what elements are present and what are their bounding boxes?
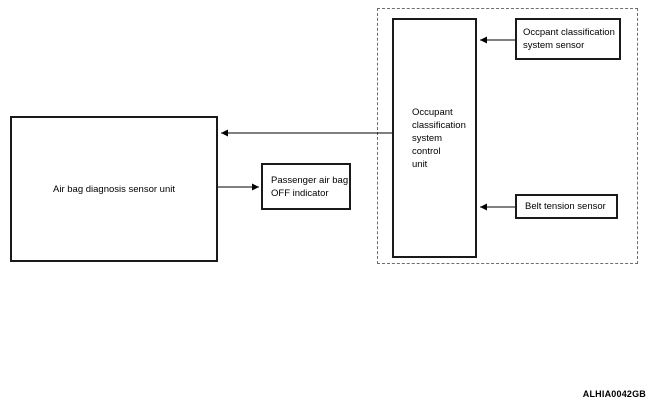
node-label-airbag-diagnosis-sensor-unit: Air bag diagnosis sensor unit xyxy=(53,183,175,195)
node-belt-tension-sensor: Belt tension sensor xyxy=(515,194,618,219)
node-label-occupant-classification-control-unit: Occupant classification system control u… xyxy=(412,106,466,170)
node-airbag-diagnosis-sensor-unit: Air bag diagnosis sensor unit xyxy=(10,116,218,262)
node-label-occupant-classification-system-sensor: Occpant classification system sensor xyxy=(523,27,615,51)
node-label-belt-tension-sensor: Belt tension sensor xyxy=(525,201,606,212)
node-occupant-classification-system-sensor: Occpant classification system sensor xyxy=(515,18,621,60)
node-label-passenger-airbag-off-indicator: Passenger air bag OFF indicator xyxy=(271,174,349,199)
node-passenger-airbag-off-indicator: Passenger air bag OFF indicator xyxy=(261,163,351,210)
figure-id: ALHIA0042GB xyxy=(582,389,646,399)
node-occupant-classification-control-unit: Occupant classification system control u… xyxy=(392,18,477,258)
ocs-system-boundary xyxy=(377,8,638,264)
